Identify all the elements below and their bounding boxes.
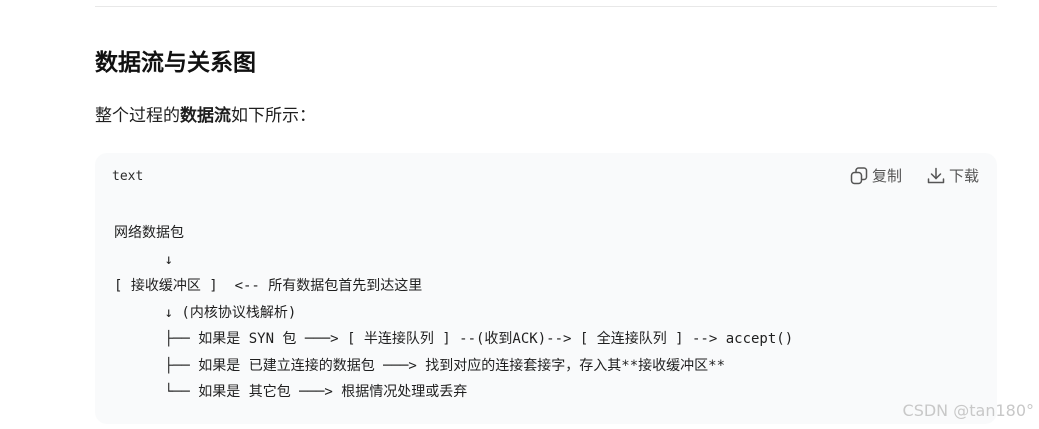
download-icon bbox=[926, 166, 946, 186]
copy-icon bbox=[849, 166, 869, 186]
code-line: [ 接收缓冲区 ] <-- 所有数据包首先到达这里 bbox=[114, 278, 423, 294]
code-content: 网络数据包 ↓ [ 接收缓冲区 ] <-- 所有数据包首先到达这里 ↓ (内核协… bbox=[114, 220, 793, 406]
copy-label: 复制 bbox=[871, 167, 902, 185]
code-line: 网络数据包 bbox=[114, 225, 184, 241]
intro-text-before: 整个过程的 bbox=[95, 106, 180, 126]
code-line: ↓ bbox=[114, 251, 174, 268]
section-heading: 数据流与关系图 bbox=[95, 50, 256, 76]
download-label: 下载 bbox=[948, 167, 979, 185]
code-language-label: text bbox=[112, 169, 144, 184]
code-line: ├── 如果是 已建立连接的数据包 ───> 找到对应的连接套接字，存入其**接… bbox=[114, 357, 726, 374]
intro-paragraph: 整个过程的数据流如下所示： bbox=[95, 103, 316, 129]
download-button[interactable]: 下载 bbox=[926, 165, 979, 187]
top-divider bbox=[95, 6, 997, 7]
code-line: ├── 如果是 SYN 包 ───> [ 半连接队列 ] --(收到ACK)--… bbox=[114, 331, 794, 347]
csdn-watermark: CSDN @tan180° bbox=[902, 401, 1034, 420]
code-line: └── 如果是 其它包 ───> 根据情况处理或丢弃 bbox=[114, 384, 468, 400]
intro-text-after: 如下所示： bbox=[231, 106, 316, 126]
code-block: text 复制 下载 网络数据包 ↓ [ bbox=[95, 153, 997, 424]
code-toolbar: 复制 下载 bbox=[849, 165, 979, 187]
intro-text-bold: 数据流 bbox=[180, 106, 231, 126]
code-line: ↓ (内核协议栈解析) bbox=[114, 304, 297, 321]
copy-button[interactable]: 复制 bbox=[849, 165, 902, 187]
